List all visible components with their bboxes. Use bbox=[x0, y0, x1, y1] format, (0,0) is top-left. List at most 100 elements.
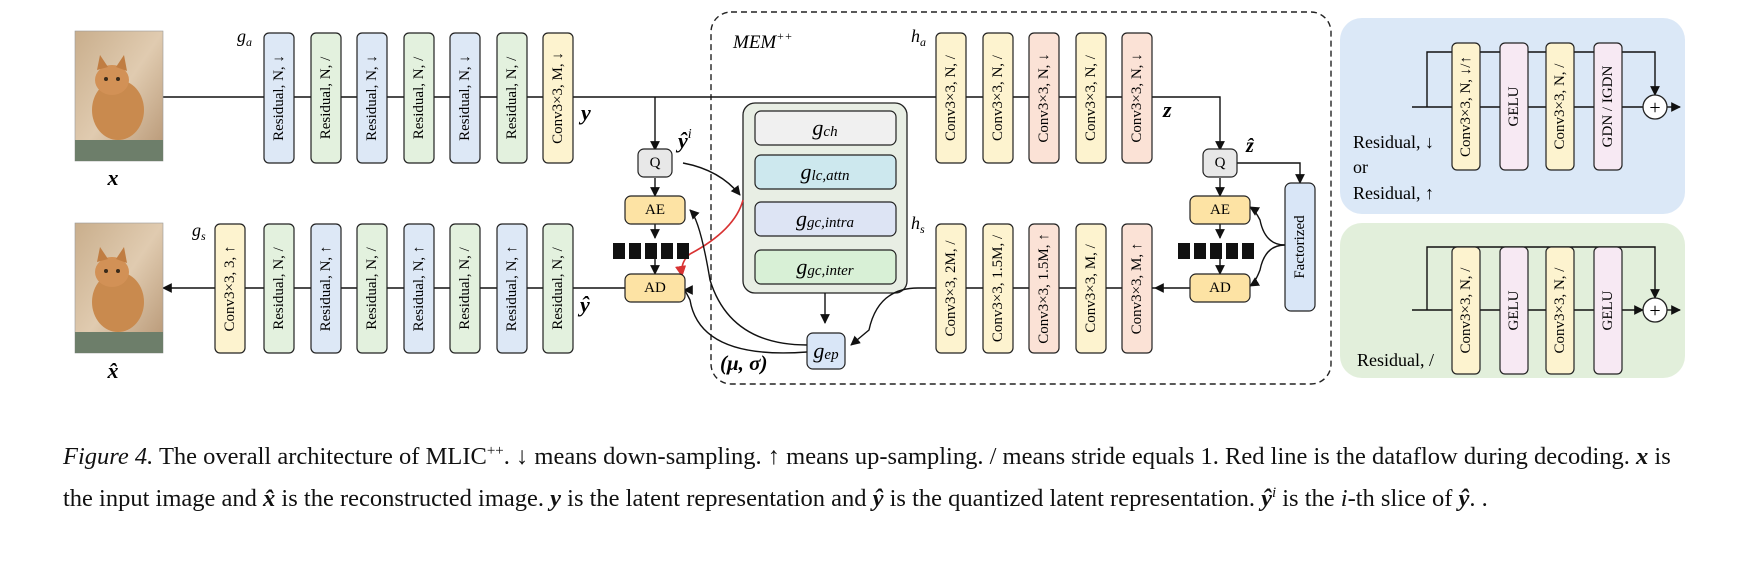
caption-text: -th slice of bbox=[1347, 485, 1459, 513]
hyper-quantizer-label: Q bbox=[1215, 155, 1226, 171]
residual-down-add-node bbox=[1642, 94, 1668, 120]
gs-block-box bbox=[263, 223, 295, 354]
hs-block-label: Conv3×3, M, / bbox=[1083, 243, 1099, 332]
ha-block: Conv3×3, N, ↓ bbox=[1028, 32, 1060, 164]
hs-block: Conv3×3, 1.5M, ↑ bbox=[1028, 223, 1060, 354]
residual-down-up-label: Residual, ↓ or Residual, ↑ bbox=[1353, 132, 1439, 203]
residual-down-add-node-label: + bbox=[1649, 97, 1660, 119]
residual-flat-block-box bbox=[1499, 246, 1529, 375]
bitstream-block bbox=[613, 243, 625, 259]
output-image bbox=[74, 222, 164, 354]
caption-symbol: i bbox=[1340, 485, 1348, 513]
residual-down-block-box bbox=[1451, 42, 1481, 171]
ha-block: Conv3×3, N, ↓ bbox=[1121, 32, 1153, 164]
gs-block-label: Residual, N, ↑ bbox=[504, 246, 520, 332]
gs-block-box bbox=[496, 223, 528, 354]
caption-text: . Red line is the dataflow during decodi… bbox=[1212, 443, 1637, 471]
input-image-label: x bbox=[107, 165, 119, 190]
gs-block: Residual, N, / bbox=[542, 223, 574, 354]
hs-block: Conv3×3, M, / bbox=[1075, 223, 1107, 354]
bitstream-block bbox=[1226, 243, 1238, 259]
ga-block-box bbox=[263, 32, 295, 164]
gs-block-box bbox=[542, 223, 574, 354]
hs-block-box bbox=[982, 223, 1014, 354]
ha-block: Conv3×3, N, / bbox=[1075, 32, 1107, 164]
hs-block-label: Conv3×3, M, ↑ bbox=[1129, 243, 1145, 335]
factorized-to-ad-line bbox=[1249, 244, 1286, 287]
residual-flat-block-box bbox=[1451, 246, 1481, 375]
hs-block-label: Conv3×3, 2M, / bbox=[943, 240, 959, 337]
caption-text: is the quantized latent representation. bbox=[883, 485, 1262, 513]
bitstream-block bbox=[661, 243, 673, 259]
hs-block: Conv3×3, M, ↑ bbox=[1121, 223, 1153, 354]
hs-block-label: Conv3×3, 1.5M, / bbox=[990, 234, 1006, 342]
bitstream bbox=[613, 243, 689, 259]
entropy-parameters-label: gep bbox=[813, 338, 839, 364]
arithmetic-decoder bbox=[624, 273, 686, 303]
caption-symbol: ŷ bbox=[1261, 485, 1272, 513]
gs-block-box bbox=[310, 223, 342, 354]
residual-flat-block: Conv3×3, N, / bbox=[1545, 246, 1575, 375]
hyper-bitstream bbox=[1178, 243, 1254, 259]
gs-block-label: Residual, N, ↑ bbox=[411, 246, 427, 332]
gs-block: Residual, N, ↑ bbox=[310, 223, 342, 354]
residual-flat-block-label: Conv3×3, N, / bbox=[1552, 267, 1568, 354]
caption-text: 1 bbox=[1200, 443, 1213, 471]
gs-block-box bbox=[356, 223, 388, 354]
ha-block-box bbox=[1075, 32, 1107, 164]
residual-flat-block: GELU bbox=[1593, 246, 1623, 375]
caption-figure-number: Figure 4. bbox=[63, 443, 154, 471]
ga-block: Residual, N, / bbox=[403, 32, 435, 164]
hs-block-box bbox=[1075, 223, 1107, 354]
arithmetic-encoder-label: AE bbox=[645, 202, 665, 218]
residual-down-block: Conv3×3, N, / bbox=[1545, 42, 1575, 171]
caption-symbol: y bbox=[550, 485, 562, 513]
residual-down-block: GELU bbox=[1499, 42, 1529, 171]
ha-block-box bbox=[982, 32, 1014, 164]
arithmetic-decoder-label: AD bbox=[644, 280, 666, 296]
ga-block: Residual, N, ↓ bbox=[356, 32, 388, 164]
residual-down-block: Conv3×3, N, ↓/↑ bbox=[1451, 42, 1481, 171]
ga-label: ga bbox=[237, 26, 252, 49]
mem-module-label: gch bbox=[812, 115, 837, 141]
residual-flat-add-node-label: + bbox=[1649, 300, 1660, 322]
gs-block: Residual, N, ↑ bbox=[403, 223, 435, 354]
residual-flat-block: Conv3×3, N, / bbox=[1451, 246, 1481, 375]
caption-text: is the bbox=[1276, 485, 1341, 513]
decoding-dataflow-red-line bbox=[675, 199, 744, 278]
ga-block-box bbox=[403, 32, 435, 164]
bitstream-block bbox=[1242, 243, 1254, 259]
mem-module bbox=[754, 249, 897, 285]
gs-block: Residual, N, / bbox=[449, 223, 481, 354]
residual-flat-block-box bbox=[1545, 246, 1575, 375]
bitstream-block bbox=[1194, 243, 1206, 259]
caption-superscript: i bbox=[1271, 485, 1277, 502]
ha-block-box bbox=[935, 32, 967, 164]
residual-down-block-label: Conv3×3, N, / bbox=[1552, 63, 1568, 150]
gs-block-label: Residual, N, / bbox=[271, 246, 287, 329]
hs-block: Conv3×3, 2M, / bbox=[935, 223, 967, 354]
residual-down-block-label: GELU bbox=[1506, 86, 1522, 126]
gs-block-label: Residual, N, ↑ bbox=[318, 246, 334, 332]
ga-block-box bbox=[356, 32, 388, 164]
input-image bbox=[74, 30, 164, 162]
mem-module bbox=[754, 110, 897, 146]
gs-block-label: Conv3×3, 3, ↑ bbox=[222, 246, 238, 332]
zhat-to-factorized-line bbox=[1237, 162, 1305, 184]
residual-flat-block-label: GELU bbox=[1600, 290, 1616, 330]
mem-module-label: ggc,inter bbox=[796, 254, 853, 280]
entropy-parameters-module bbox=[806, 332, 846, 370]
yhat-i-to-mem-line bbox=[682, 162, 741, 196]
gs-block-label: Residual, N, / bbox=[457, 246, 473, 329]
ha-block-box bbox=[1121, 32, 1153, 164]
mem-module bbox=[754, 201, 897, 237]
bitstream-block bbox=[1210, 243, 1222, 259]
gs-block-box bbox=[403, 223, 435, 354]
hs-block-box bbox=[935, 223, 967, 354]
gs-block-label: Residual, N, / bbox=[550, 246, 566, 329]
residual-down-block-box bbox=[1499, 42, 1529, 171]
gs-block: Conv3×3, 3, ↑ bbox=[214, 223, 246, 354]
gs-block-box bbox=[214, 223, 246, 354]
factorized-to-ae-line bbox=[1249, 206, 1286, 246]
residual-flat-label: Residual, / bbox=[1357, 350, 1434, 370]
